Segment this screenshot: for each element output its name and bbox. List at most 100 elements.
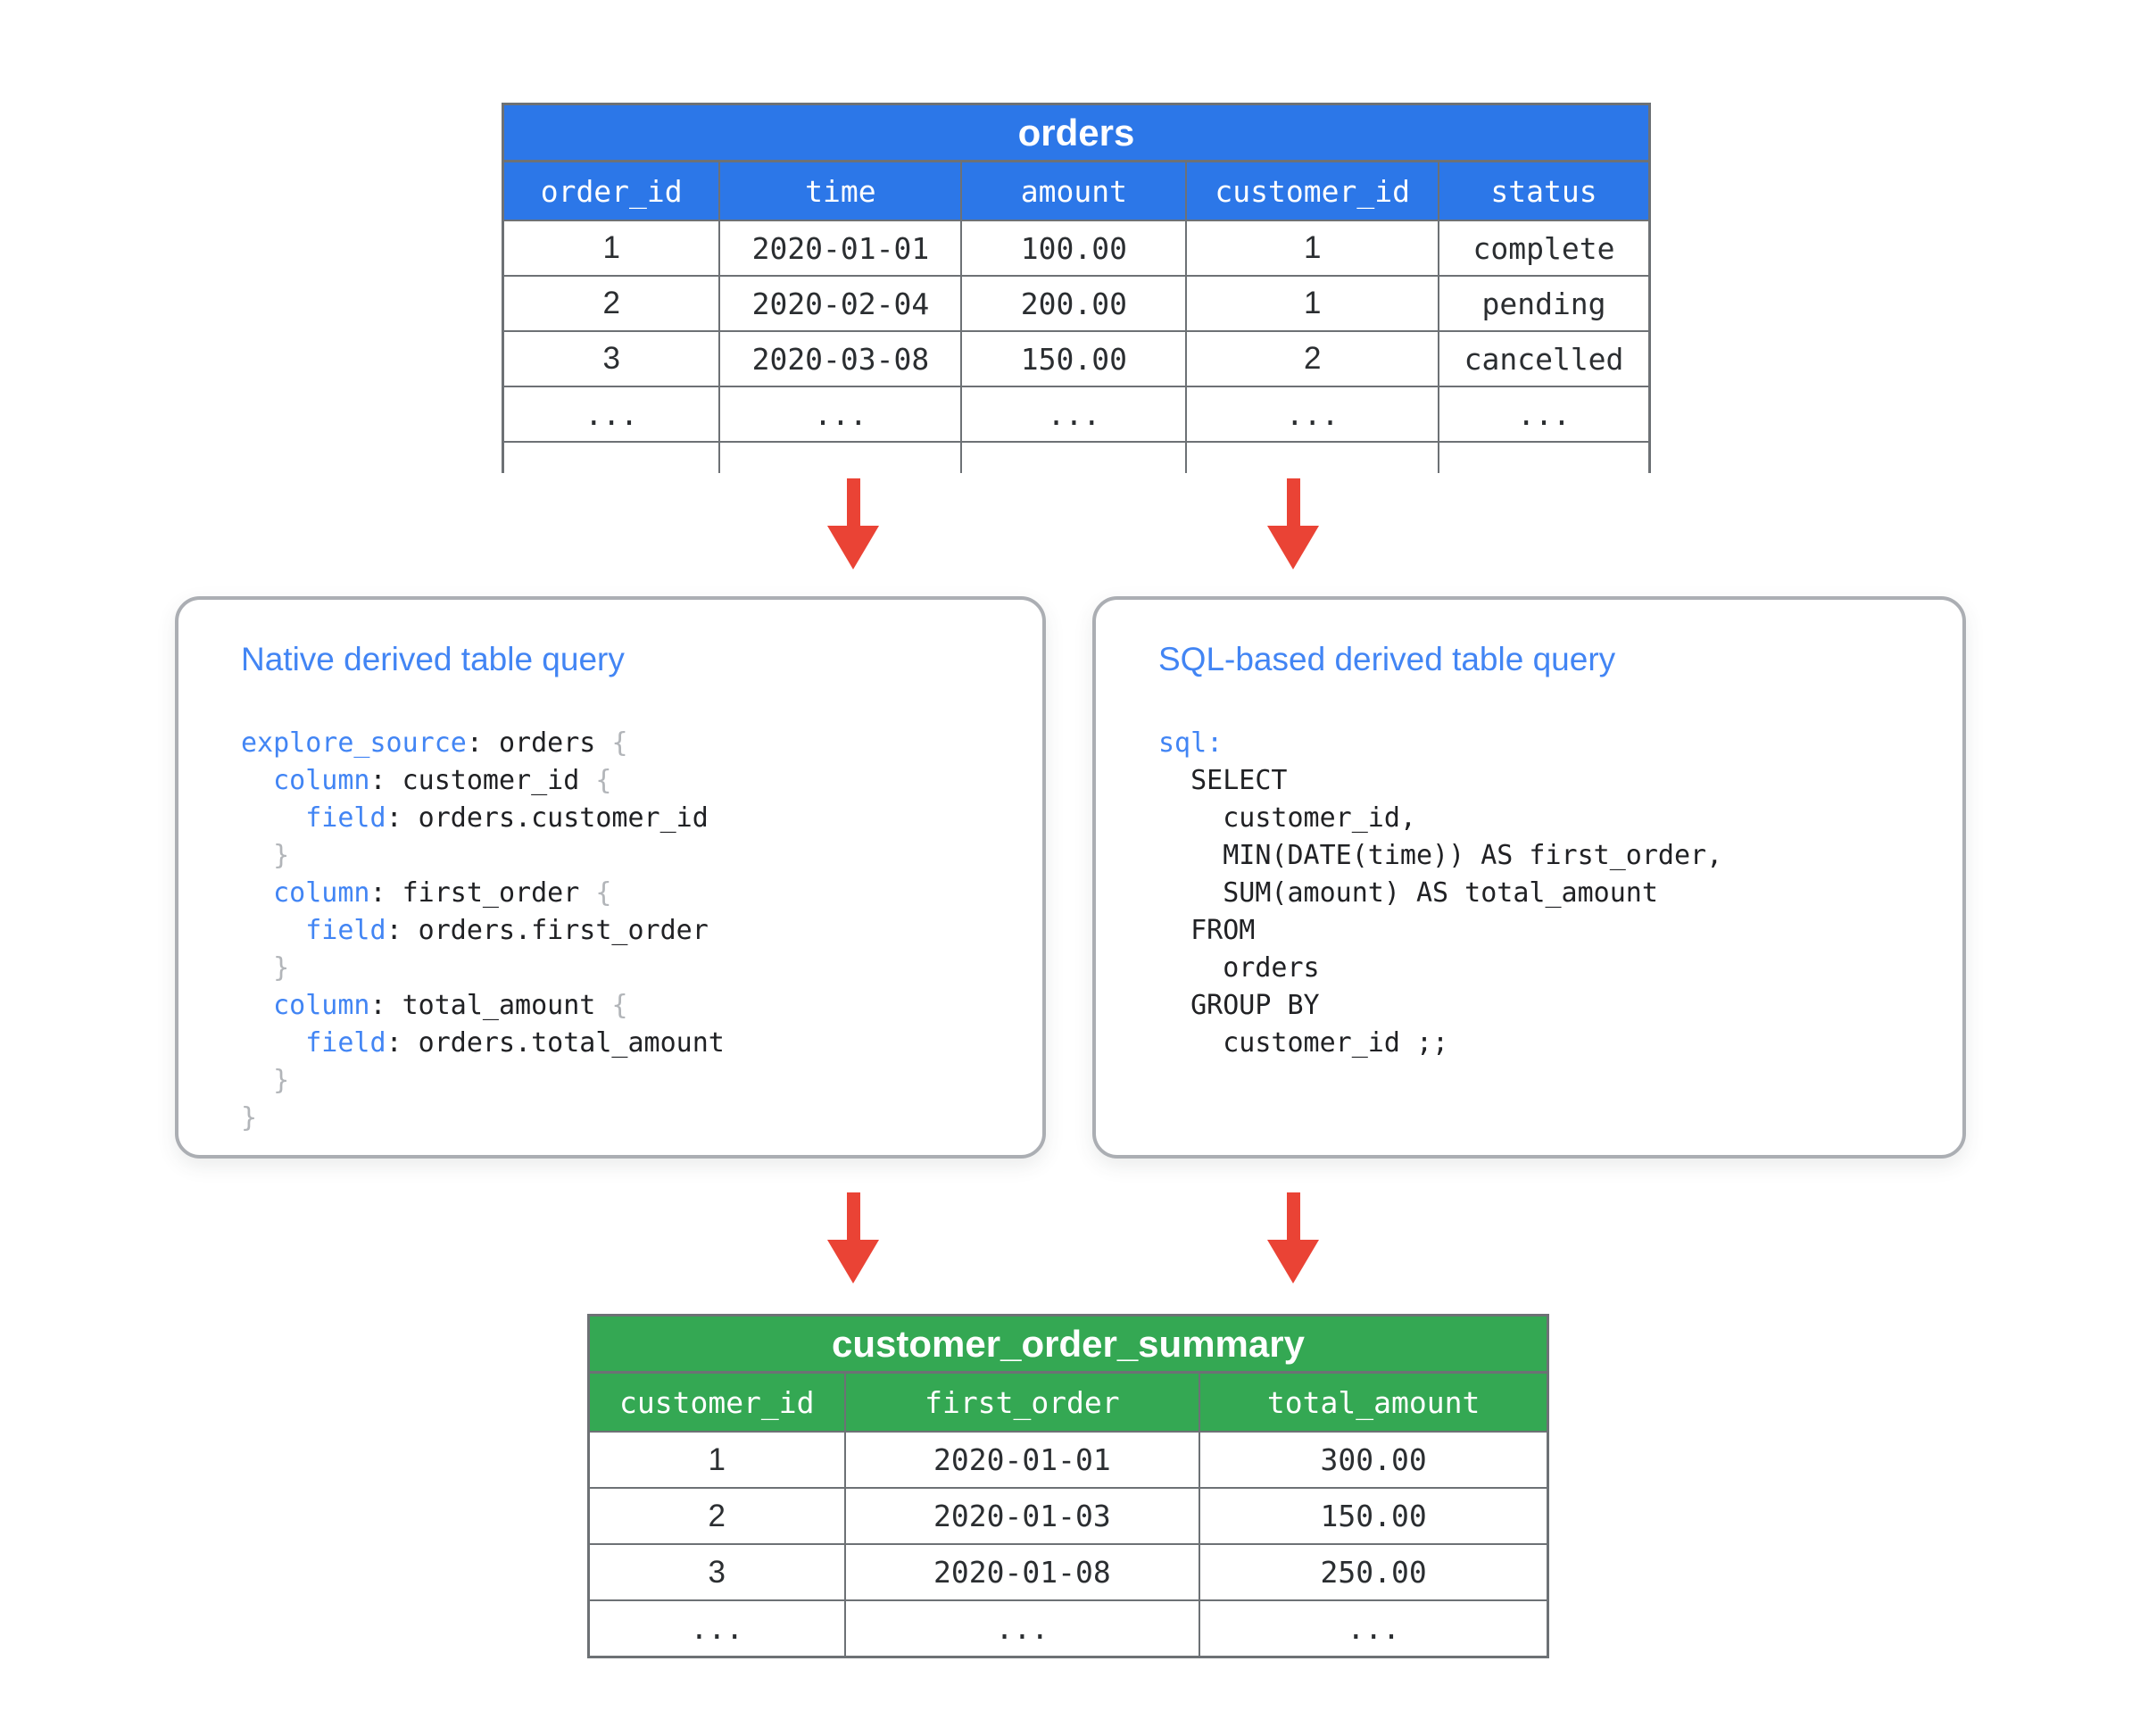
- table-cell: ...: [502, 386, 721, 443]
- code-line: }: [241, 1102, 258, 1134]
- column-header: order_id: [502, 160, 721, 221]
- column-header: first_order: [843, 1371, 1201, 1433]
- table-cell: ...: [1185, 386, 1440, 443]
- table-cell: 2: [502, 275, 721, 332]
- table-cell: ...: [587, 1599, 846, 1658]
- table-cell: 300.00: [1199, 1431, 1549, 1489]
- table-cell: complete: [1438, 220, 1651, 277]
- arrow-head: [827, 1240, 879, 1283]
- code-line: GROUP BY: [1158, 990, 1320, 1021]
- arrow-head: [1267, 1240, 1319, 1283]
- code-line: field: orders.first_order: [305, 915, 709, 946]
- table-cell: ...: [1438, 386, 1651, 443]
- arrow-shaft: [846, 478, 860, 526]
- code-line: customer_id,: [1158, 802, 1416, 834]
- code-line: SELECT: [1158, 765, 1288, 796]
- column-header: total_amount: [1199, 1371, 1549, 1433]
- code-line: orders: [1158, 952, 1320, 984]
- table-cell: 150.00: [1199, 1487, 1549, 1545]
- arrow-head: [1267, 526, 1319, 569]
- arrow-shaft: [1286, 478, 1300, 526]
- table-cell: ...: [960, 386, 1188, 443]
- table-cell: 250.00: [1199, 1543, 1549, 1601]
- column-header: time: [718, 160, 963, 221]
- table-cell: 1: [1185, 220, 1440, 277]
- flow-arrow-down-icon: [825, 1192, 882, 1283]
- table-cell: 100.00: [960, 220, 1188, 277]
- table-cell: 3: [502, 330, 721, 387]
- column-header: customer_id: [1185, 160, 1440, 221]
- column-header: status: [1438, 160, 1651, 221]
- table-cell: 3: [587, 1543, 846, 1601]
- code-line: customer_id ;;: [1158, 1027, 1449, 1059]
- native-derived-table-box: Native derived table query explore_sourc…: [175, 596, 1046, 1159]
- clipped-row: [502, 441, 1651, 473]
- orders-table-title: orders: [502, 103, 1651, 160]
- sql-derived-table-box: SQL-based derived table query sql: SELEC…: [1092, 596, 1966, 1159]
- arrow-head: [827, 526, 879, 569]
- code-line: MIN(DATE(time)) AS first_order,: [1158, 840, 1723, 871]
- code-line: column: customer_id {: [273, 765, 612, 796]
- table-cell: [1438, 441, 1651, 473]
- table-cell: [1185, 441, 1440, 473]
- code-line: SUM(amount) AS total_amount: [1158, 877, 1658, 909]
- table-cell: 2020-01-01: [718, 220, 963, 277]
- flow-arrow-down-icon: [1265, 478, 1322, 569]
- sql-box-code: sql: SELECT customer_id, MIN(DATE(time))…: [1158, 725, 1900, 1062]
- column-header: customer_id: [587, 1371, 846, 1433]
- code-line: }: [241, 1065, 290, 1096]
- arrow-shaft: [1286, 1192, 1300, 1240]
- table-cell: 1: [587, 1431, 846, 1489]
- table-row: ...............: [502, 386, 1651, 443]
- table-cell: [502, 441, 721, 473]
- table-cell: [960, 441, 1188, 473]
- table-cell: 2020-01-01: [843, 1431, 1201, 1489]
- arrow-shaft: [846, 1192, 860, 1240]
- table-row: .........: [587, 1599, 1549, 1658]
- table-cell: 2020-01-03: [843, 1487, 1201, 1545]
- table-cell: 2020-03-08: [718, 330, 963, 387]
- table-cell: [718, 441, 963, 473]
- table-cell: 200.00: [960, 275, 1188, 332]
- table-cell: 1: [502, 220, 721, 277]
- table-cell: 1: [1185, 275, 1440, 332]
- table-cell: 2020-01-08: [843, 1543, 1201, 1601]
- column-header: amount: [960, 160, 1188, 221]
- table-cell: ...: [1199, 1599, 1549, 1658]
- native-box-code: explore_source: orders { column: custome…: [241, 725, 980, 1137]
- sql-box-title: SQL-based derived table query: [1158, 641, 1616, 677]
- table-cell: 2: [1185, 330, 1440, 387]
- table-cell: 2: [587, 1487, 846, 1545]
- table-cell: cancelled: [1438, 330, 1651, 387]
- code-line: sql:: [1158, 727, 1223, 759]
- table-cell: pending: [1438, 275, 1651, 332]
- code-line: FROM: [1158, 915, 1256, 946]
- table-cell: 2020-02-04: [718, 275, 963, 332]
- table-cell: ...: [718, 386, 963, 443]
- summary-table-title: customer_order_summary: [587, 1314, 1549, 1371]
- flow-arrow-down-icon: [1265, 1192, 1322, 1283]
- code-line: column: first_order {: [273, 877, 612, 909]
- code-line: column: total_amount {: [273, 990, 628, 1021]
- code-line: }: [241, 952, 290, 984]
- code-line: field: orders.customer_id: [305, 802, 709, 834]
- table-cell: ...: [843, 1599, 1201, 1658]
- table-cell: 150.00: [960, 330, 1188, 387]
- native-box-title: Native derived table query: [241, 641, 625, 677]
- code-line: field: orders.total_amount: [305, 1027, 725, 1059]
- code-line: }: [241, 840, 290, 871]
- flow-arrow-down-icon: [825, 478, 882, 569]
- code-line: explore_source: orders {: [241, 727, 628, 759]
